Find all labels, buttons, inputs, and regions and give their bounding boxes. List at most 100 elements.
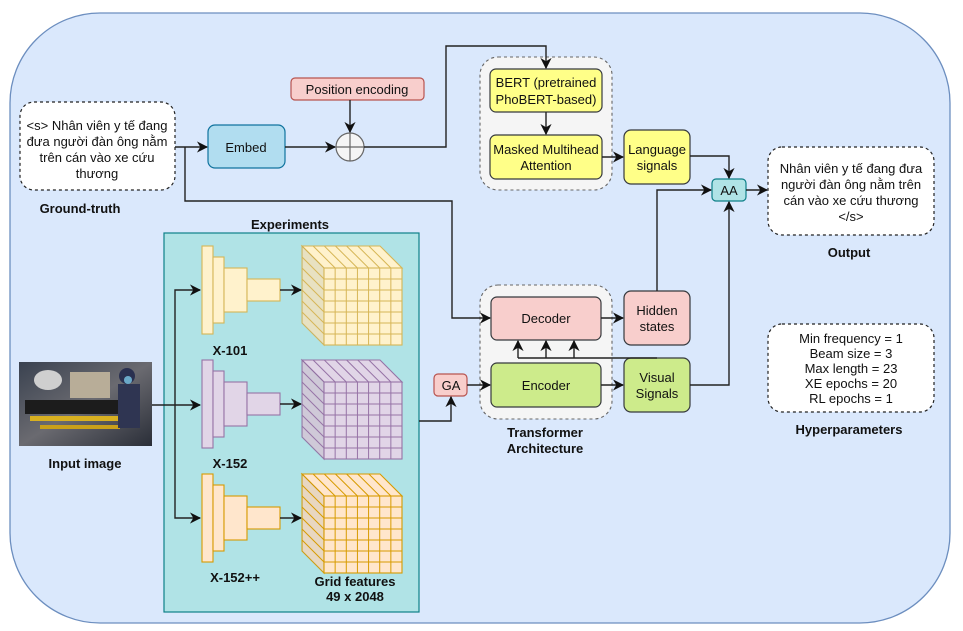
backbone-label-x101: X-101	[213, 343, 248, 358]
output-line: người đàn ông nằm trên	[781, 177, 921, 192]
masked-attention-line: Masked Multihead	[493, 142, 599, 157]
backbone-x152-layer	[201, 359, 214, 449]
grid-cube-x101-hatch	[368, 245, 392, 269]
hyperparameter-item: Min frequency = 1	[799, 331, 903, 346]
grid-cube-x101-front	[323, 267, 403, 346]
output-caption: Output	[828, 245, 871, 260]
backbone-x101-layer	[201, 245, 214, 335]
output-line: </s>	[838, 209, 863, 224]
position-encoding-label: Position encoding	[306, 82, 409, 97]
plus-circle-icon	[335, 132, 365, 162]
encoder-label: Encoder	[522, 378, 571, 393]
ground-truth-line: thương	[76, 166, 119, 181]
ground-truth-line: đưa người đàn ông nằm	[27, 134, 168, 149]
ground-truth-line: trên cán vào xe cứu	[40, 150, 155, 165]
embed-node: Embed	[207, 124, 286, 169]
decoder-node: Decoder	[490, 296, 602, 341]
backbone-x101-layer	[212, 256, 225, 324]
grid-cube-x152-hatch	[346, 359, 369, 383]
language-signals-line: Language	[628, 142, 686, 157]
masked-attention-line: Attention	[520, 158, 571, 173]
embed-label: Embed	[225, 140, 266, 155]
grid-cube-x101-hatch	[301, 300, 325, 324]
grid-cube-x152pp-hatch	[301, 517, 325, 541]
grid-cube-x152pp-hatch	[301, 506, 325, 530]
hidden-states-node: Hidden states	[623, 290, 691, 346]
bert-line: PhoBERT-based)	[496, 92, 597, 107]
hyperparameters-caption: Hyperparameters	[796, 422, 903, 437]
ga-node: GA	[433, 373, 468, 397]
grid-cube-x101-hatch	[346, 245, 369, 269]
backbone-group	[201, 244, 404, 575]
grid-cube-x152-hatch	[301, 425, 325, 449]
output-line: cán vào xe cứu thương	[783, 193, 918, 208]
aa-label: AA	[720, 183, 738, 198]
grid-cube-x152pp-shade	[302, 474, 324, 573]
grid-cube-x152pp-hatch	[335, 473, 358, 497]
grid-cube-x101-shade	[302, 246, 324, 345]
grid-cube-x152pp-hatch	[301, 495, 325, 519]
edge-hidden-aa	[656, 184, 713, 291]
grid-cube-x152pp-hatch	[346, 473, 369, 497]
hidden-states-line: Hidden	[636, 303, 677, 318]
grid-cube-x152pp-hatch	[357, 473, 381, 497]
grid-cube-x152pp-hatch	[323, 473, 347, 497]
grid-cube-x152-hatch	[301, 370, 325, 394]
visual-signals-line: Signals	[636, 386, 679, 401]
grid-cube-x152-hatch	[323, 359, 347, 383]
output-line: Nhân viên y tế đang đưa	[780, 161, 923, 176]
bert-line: BERT (pretrained	[496, 75, 597, 90]
edges	[152, 45, 769, 524]
edge-image-backbone-x152pp	[174, 405, 202, 524]
ground-truth-caption: Ground-truth	[40, 201, 121, 216]
grid-cube-x152pp-hatch	[301, 484, 325, 508]
visual-signals-node: Visual Signals	[623, 357, 691, 413]
backbone-label-x152: X-152	[213, 456, 248, 471]
hyperparameter-item: Max length = 23	[805, 361, 898, 376]
grid-cube-x152pp-hatch	[312, 473, 336, 497]
backbone-label-x152pp: X-152++	[210, 570, 260, 585]
grid-cube-x101-hatch	[357, 245, 381, 269]
backbone-x152-layer	[223, 381, 248, 427]
input-image-caption: Input image	[49, 456, 122, 471]
grid-features-caption: Grid features	[315, 574, 396, 589]
backbone-x152pp-layer	[223, 495, 248, 541]
aa-node: AA	[711, 178, 747, 202]
grid-cube-x101-hatch	[335, 245, 358, 269]
backbone-x152pp-layer	[246, 506, 281, 530]
encoder-node: Encoder	[490, 362, 602, 408]
grid-cube-x101-hatch	[301, 267, 325, 291]
grid-cube-x101-hatch	[323, 245, 347, 269]
edge-language-aa	[690, 155, 735, 180]
ground-truth-line: <s> Nhân viên y tế đang	[27, 118, 168, 133]
language-signals-node: Language signals	[623, 129, 691, 185]
transformer-caption: Architecture	[507, 441, 584, 456]
experiments-title: Experiments	[251, 217, 329, 232]
grid-cube-x101-hatch	[301, 311, 325, 335]
grid-cube-x152-hatch	[301, 381, 325, 405]
hyperparameter-item: XE epochs = 20	[805, 376, 897, 391]
edge-image-backbone-x101	[174, 284, 202, 405]
backbone-x152pp-layer	[201, 473, 214, 563]
grid-cube-x152pp-front	[323, 495, 403, 574]
hidden-states-line: states	[640, 319, 675, 334]
edge-visual-aa	[690, 200, 735, 386]
ground-truth-node: <s> Nhân viên y tế đang đưa người đàn ôn…	[19, 101, 176, 191]
decoder-label: Decoder	[521, 311, 571, 326]
grid-cube-x152pp-hatch	[368, 473, 392, 497]
hyperparameter-item: RL epochs = 1	[809, 391, 893, 406]
position-encoding-node: Position encoding	[290, 77, 425, 101]
grid-cube-x152-shade	[302, 360, 324, 459]
grid-features-size: 49 x 2048	[326, 589, 384, 604]
hyperparameter-item: Beam size = 3	[810, 346, 893, 361]
grid-cube-x152-hatch	[301, 392, 325, 416]
backbone-x101-layer	[223, 267, 248, 313]
backbone-x152pp-layer	[212, 484, 225, 552]
transformer-caption: Transformer	[507, 425, 583, 440]
grid-cube-x152-hatch	[357, 359, 381, 383]
backbone-x152-layer	[212, 370, 225, 438]
grid-cube-x101-hatch	[301, 256, 325, 280]
grid-cube-x152-hatch	[312, 359, 336, 383]
output-node: Nhân viên y tế đang đưa người đàn ông nằ…	[767, 146, 935, 236]
